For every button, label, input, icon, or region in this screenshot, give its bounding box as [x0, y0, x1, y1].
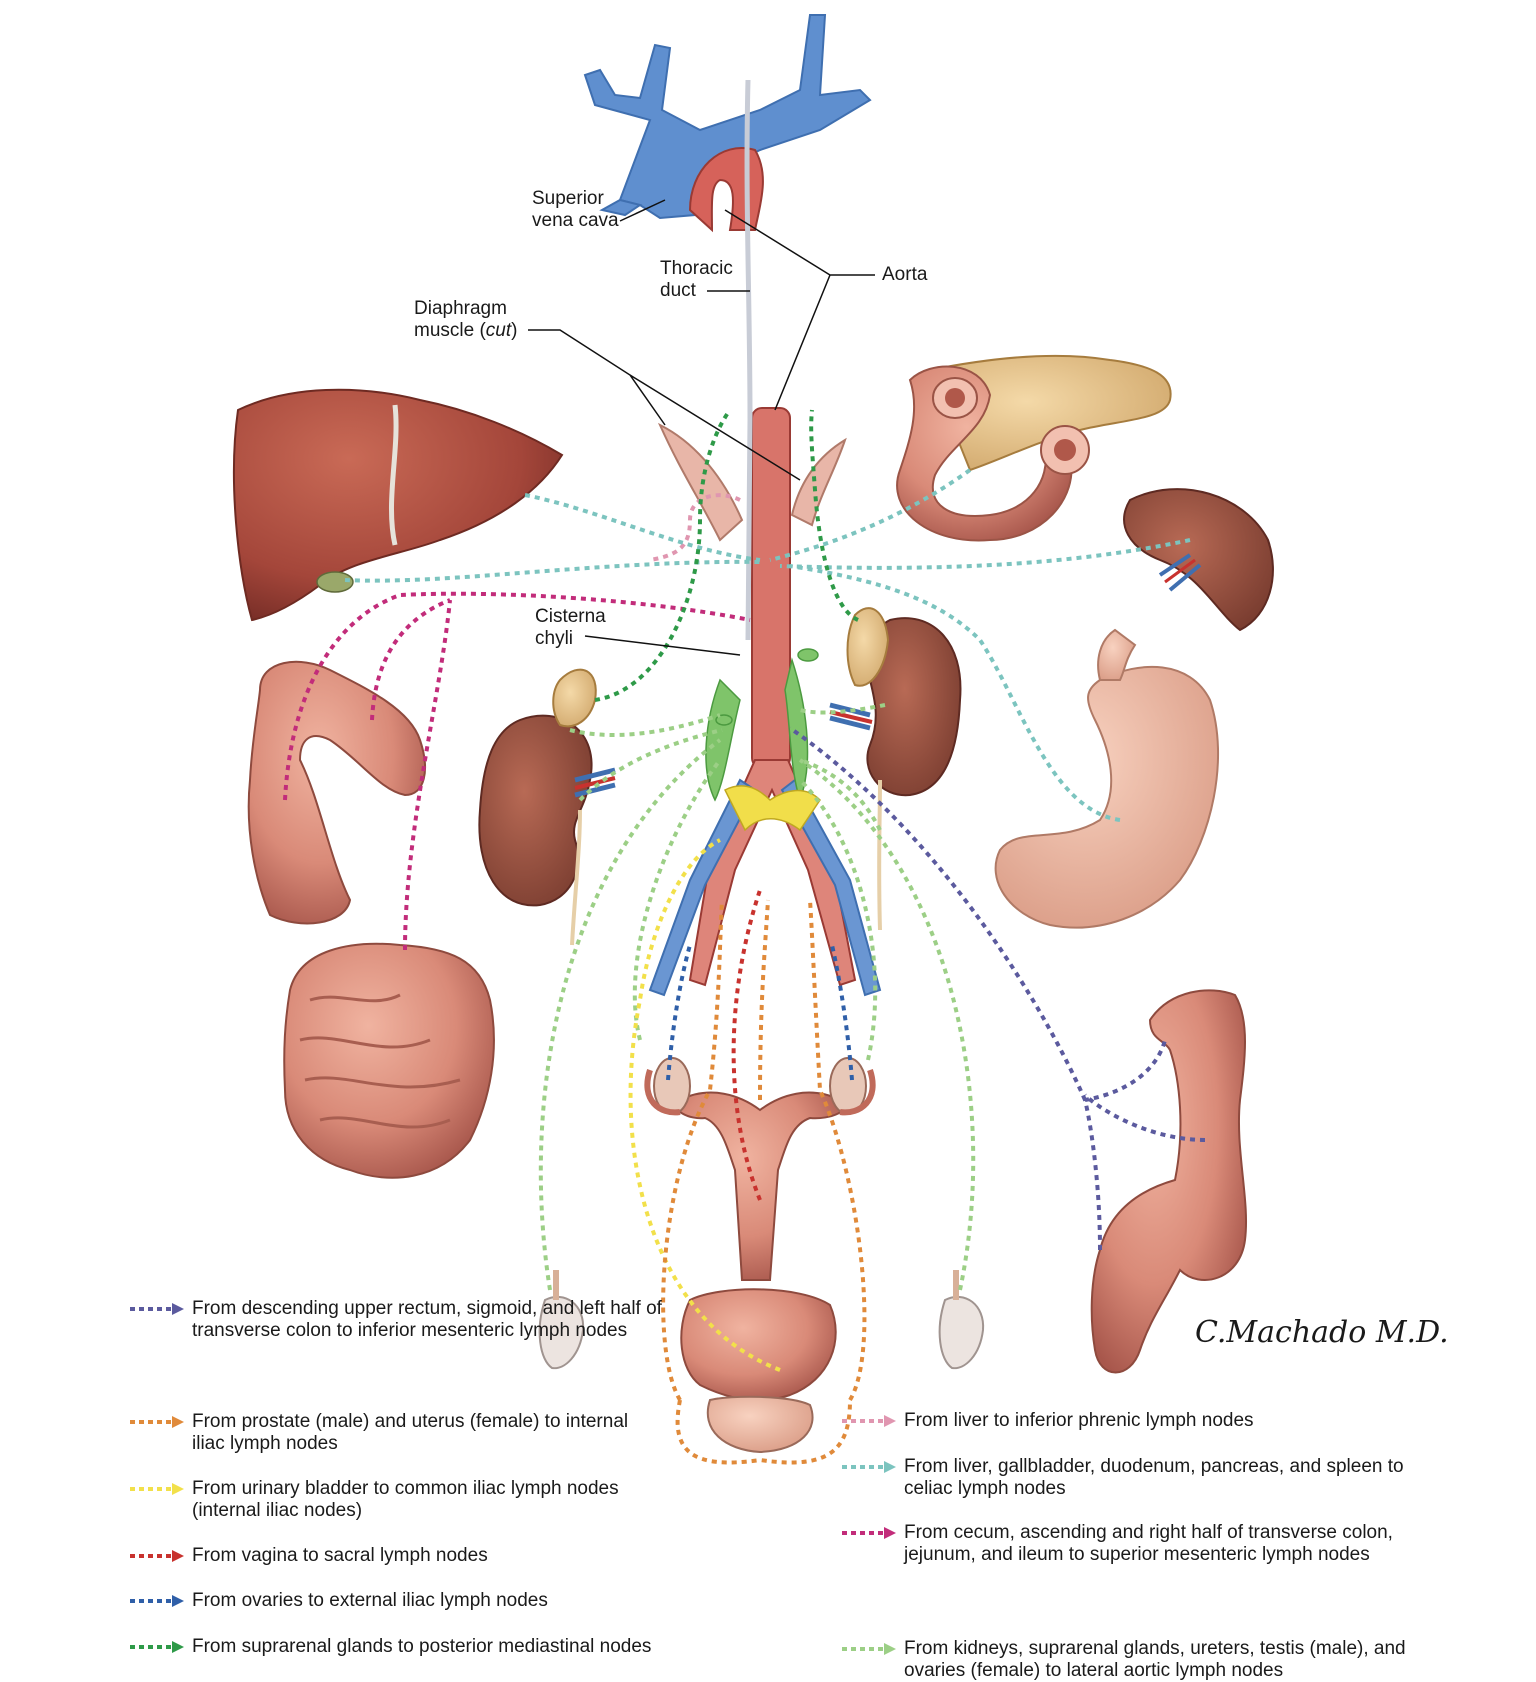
lateral-aortic-path-left-ureter	[799, 758, 882, 831]
liver	[232, 388, 564, 622]
inferior-mesenteric-path-2	[1083, 1093, 1206, 1142]
drainage-pathways	[283, 408, 1206, 1465]
thoracic-duct-label-line1: Thoracic	[660, 258, 733, 279]
artist-signature: C.Machado M.D.	[1195, 1315, 1449, 1350]
dotted-arrow-icon	[840, 1410, 898, 1432]
lateral-aortic-path-right-testis	[538, 738, 722, 1291]
descending-colon-sigmoid-and-rectum	[1090, 989, 1248, 1374]
dotted-arrow-icon	[128, 1545, 186, 1567]
stomach	[994, 665, 1220, 929]
ascending-and-transverse-colon	[247, 660, 426, 925]
legend-item: From liver, gallbladder, duodenum, pancr…	[840, 1456, 1424, 1500]
legend-item: From vagina to sacral lymph nodes	[128, 1545, 662, 1567]
uterus-and-ovaries	[644, 1057, 876, 1281]
celiac-path-spleen	[779, 538, 1191, 570]
legend-text: From suprarenal glands to posterior medi…	[192, 1636, 652, 1657]
phrenic-path	[649, 493, 741, 562]
legend-item: From kidneys, suprarenal glands, ureters…	[840, 1638, 1424, 1682]
legend-item: From suprarenal glands to posterior medi…	[128, 1636, 662, 1658]
dotted-arrow-icon	[840, 1522, 898, 1544]
diaphragm-label-line2: muscle (cut)	[414, 320, 518, 341]
superior-mesenteric-path-small-intestine	[403, 599, 452, 951]
superior-vena-cava-label-line1: Superior	[532, 188, 604, 209]
thoracic-duct	[744, 79, 753, 641]
legend-item: From prostate (male) and uterus (female)…	[128, 1411, 662, 1455]
legend-item: From cecum, ascending and right half of …	[840, 1522, 1424, 1566]
small-intestine	[283, 942, 495, 1179]
legend-item: From ovaries to external iliac lymph nod…	[128, 1590, 662, 1612]
legend-text: From descending upper rectum, sigmoid, a…	[192, 1298, 662, 1341]
external-iliac-path-right	[666, 944, 692, 1081]
sacral-path	[731, 889, 762, 1201]
dotted-arrow-icon	[128, 1478, 186, 1500]
legend-item: From liver to inferior phrenic lymph nod…	[840, 1410, 1424, 1432]
internal-iliac-loop	[675, 1399, 852, 1465]
left-kidney	[829, 607, 962, 931]
dotted-arrow-icon	[128, 1298, 186, 1320]
dotted-arrow-icon	[128, 1636, 186, 1658]
lateral-aortic-path-right-ovary	[632, 758, 722, 1041]
celiac-path-liver	[524, 493, 761, 562]
legend-item: From descending upper rectum, sigmoid, a…	[128, 1298, 662, 1342]
mediastinal-path-left	[809, 409, 859, 622]
legend-text: From liver to inferior phrenic lymph nod…	[904, 1410, 1254, 1431]
pancreas-and-duodenum	[896, 354, 1172, 542]
lateral-aortic-path-left-ovary	[798, 778, 878, 1061]
spleen	[1123, 488, 1274, 632]
legend-text: From prostate (male) and uterus (female)…	[192, 1411, 629, 1454]
legend-item: From urinary bladder to common iliac lym…	[128, 1478, 662, 1522]
internal-iliac-path-uterus	[758, 899, 770, 1101]
mediastinal-path-right	[594, 408, 732, 702]
legend-text: From ovaries to external iliac lymph nod…	[192, 1590, 548, 1611]
dotted-arrow-icon	[128, 1411, 186, 1433]
inferior-mesenteric-path	[788, 726, 1167, 1251]
legend-text: From urinary bladder to common iliac lym…	[192, 1478, 619, 1521]
cisterna-chyli-label-line1: Cisterna	[535, 606, 606, 627]
lateral-aortic-path-right-ureter	[578, 728, 723, 802]
internal-iliac-path-left	[661, 899, 724, 1402]
common-iliac-path	[628, 838, 781, 1372]
superior-mesenteric-path-transverse	[370, 598, 451, 721]
leader-lines	[528, 199, 875, 656]
lateral-aortic-path-left-kidney	[799, 703, 886, 715]
superior-vena-cava-label-line2: vena cava	[532, 210, 619, 231]
thoracic-duct-label-line2: duct	[660, 280, 696, 301]
celiac-path-stomach	[789, 564, 1121, 822]
legend-text: From cecum, ascending and right half of …	[904, 1522, 1393, 1565]
lateral-aortic-path-right-kidney	[569, 713, 721, 737]
dotted-arrow-icon	[840, 1456, 898, 1478]
superior-vena-cava-and-brachiocephalic-veins	[583, 14, 872, 220]
celiac-path-gallbladder	[344, 559, 761, 583]
celiac-path-pancreas	[769, 468, 972, 562]
dotted-arrow-icon	[128, 1590, 186, 1612]
common-iliac-lymph-nodes	[723, 785, 821, 832]
cisterna-chyli-label-line2: chyli	[535, 628, 574, 649]
external-iliac-path-left	[830, 944, 854, 1081]
legend-text: From vagina to sacral lymph nodes	[192, 1545, 488, 1566]
testes	[538, 1270, 985, 1370]
legend-text: From liver, gallbladder, duodenum, pancr…	[904, 1456, 1404, 1499]
right-kidney	[478, 668, 616, 946]
lateral-aortic-path-left-testis	[798, 758, 976, 1291]
legend-text: From kidneys, suprarenal glands, ureters…	[904, 1638, 1406, 1681]
aorta-label: Aorta	[882, 264, 928, 285]
urinary-bladder-and-prostate	[680, 1288, 837, 1454]
superior-mesenteric-path-colon	[283, 591, 751, 801]
dotted-arrow-icon	[840, 1638, 898, 1660]
internal-iliac-path-right	[808, 899, 867, 1402]
diaphragm-label-line1: Diaphragm	[414, 298, 507, 319]
